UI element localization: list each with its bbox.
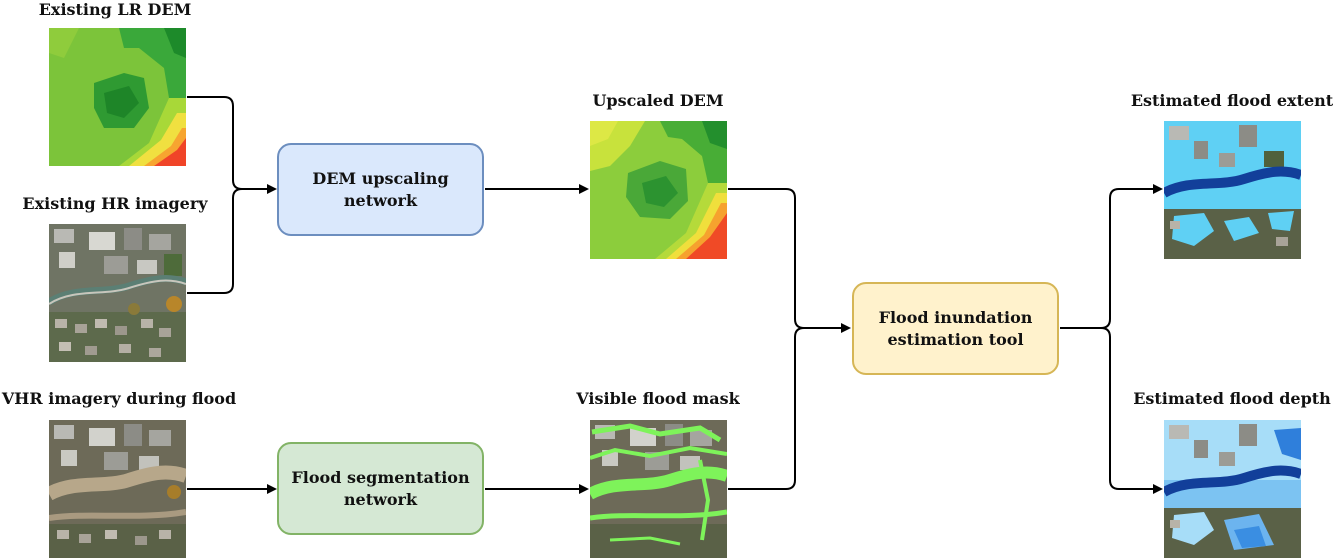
flood-mask-image — [590, 420, 727, 558]
flood-depth-label: Estimated flood depth — [1133, 389, 1331, 408]
upscaled-dem-image — [590, 121, 727, 259]
vhr-imagery-image — [49, 420, 186, 558]
hr-imagery-image — [49, 224, 186, 362]
lr-dem-label: Existing LR DEM — [38, 0, 192, 19]
arrow-flood-mask-to-inundation — [728, 327, 849, 490]
flood-extent-image — [1164, 121, 1301, 259]
dem-upscaling-network-box: DEM upscaling network — [277, 143, 484, 236]
flood-segmentation-network-label: Flood segmentation network — [291, 467, 470, 509]
arrow-hr-imagery-to-dem-upscaling — [187, 188, 275, 294]
arrow-inundation-to-flood-depth — [1060, 327, 1163, 494]
vhr-imagery-label: VHR imagery during flood — [1, 389, 237, 408]
flood-mask-label: Visible flood mask — [576, 389, 740, 408]
arrow-upscaled-dem-to-inundation — [728, 188, 851, 333]
arrow-lr-dem-to-dem-upscaling — [187, 96, 277, 194]
flood-segmentation-network-box: Flood segmentation network — [277, 442, 484, 535]
dem-upscaling-network-label: DEM upscaling network — [312, 168, 449, 210]
flood-depth-image — [1164, 420, 1301, 558]
hr-imagery-label: Existing HR imagery — [22, 194, 208, 213]
arrow-inundation-to-flood-extent — [1060, 184, 1163, 329]
lr-dem-image — [49, 28, 186, 166]
upscaled-dem-label: Upscaled DEM — [592, 91, 724, 110]
flood-inundation-tool-box: Flood inundation estimation tool — [852, 282, 1059, 375]
flood-inundation-tool-label: Flood inundation estimation tool — [878, 307, 1033, 349]
flood-extent-label: Estimated flood extent — [1130, 91, 1333, 110]
